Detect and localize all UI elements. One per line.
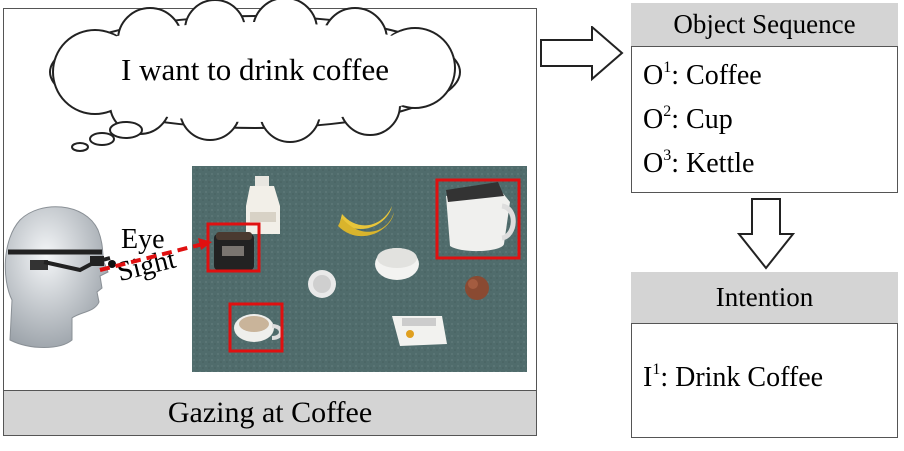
right-arrow-icon (540, 26, 624, 82)
intention-header: Intention (631, 272, 898, 324)
tabletop-scene (192, 166, 527, 372)
eye-label: Eye (121, 224, 165, 255)
banana-icon (338, 206, 394, 237)
apple-icon (465, 276, 489, 300)
sequence-item: O3: Kettle (643, 147, 755, 180)
cup-highlight-box (228, 302, 284, 353)
bowl-icon (375, 248, 419, 280)
intention-item: I1: Drink Coffee (643, 361, 824, 394)
down-arrow-icon (737, 198, 795, 270)
coffee-jar-icon (214, 232, 254, 270)
kettle-highlight-box (435, 178, 521, 260)
caption-text: Gazing at Coffee (167, 396, 373, 429)
box-icon (392, 316, 447, 346)
sequence-item: O2: Cup (643, 103, 733, 136)
tabletop-photo (192, 166, 527, 372)
head-icon (4, 206, 116, 348)
object-sequence-header: Object Sequence (631, 3, 898, 47)
tin-icon (308, 270, 336, 298)
coffee-highlight-box (206, 222, 261, 273)
sequence-item: O1: Coffee (643, 59, 762, 92)
kettle-icon (446, 182, 516, 252)
thought-text: I want to drink coffee (121, 52, 389, 87)
milk-bottle-icon (246, 176, 280, 234)
caption-bar: Gazing at Coffee (3, 390, 537, 436)
